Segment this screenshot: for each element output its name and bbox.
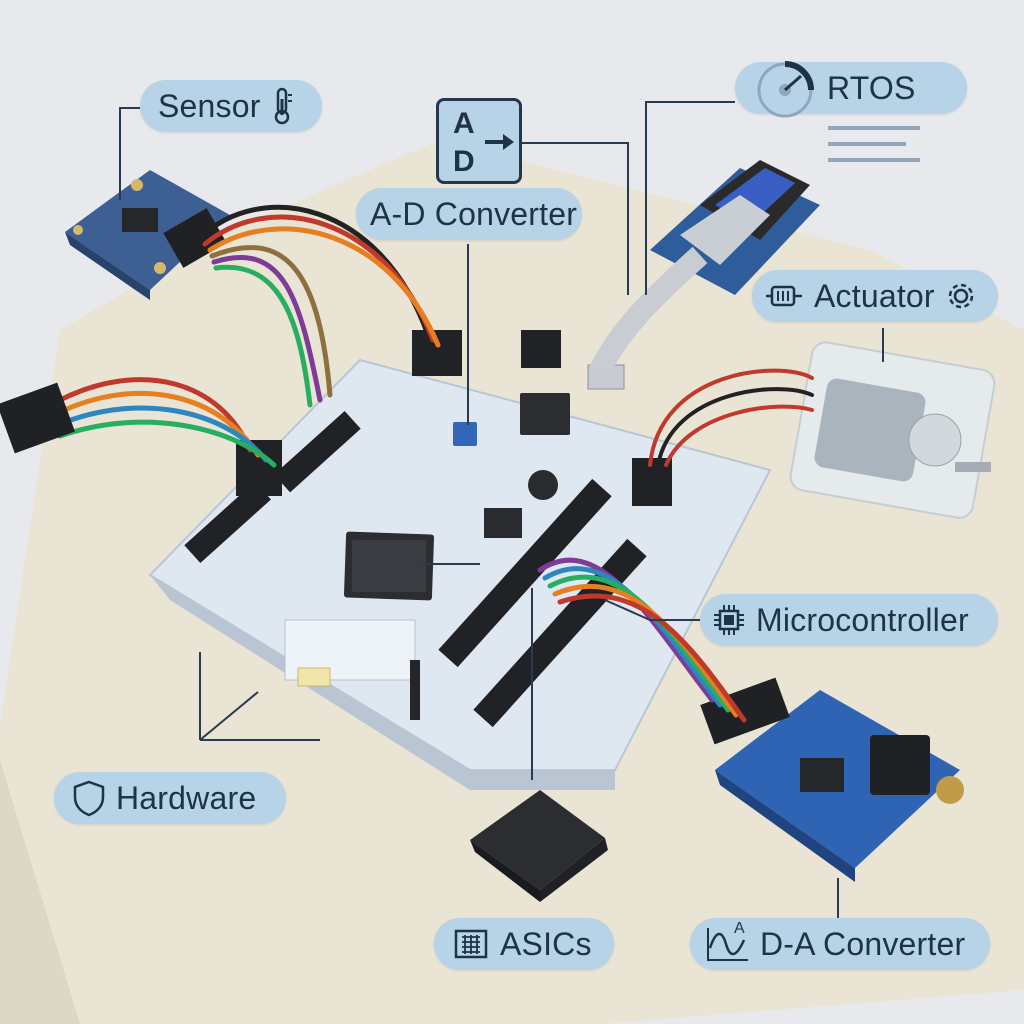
ad-converter-label: A-D Converter	[356, 188, 582, 240]
speedometer-icon	[753, 56, 817, 120]
ad-icon-letter-d: D	[453, 145, 475, 178]
ribbon-cable	[590, 246, 708, 376]
actuator-label: Actuator	[752, 270, 998, 322]
da-icon-letter-a: A	[734, 920, 745, 937]
left-jumper-connectors	[0, 382, 75, 454]
actuator-motor	[789, 341, 996, 519]
arrow-right-icon	[485, 134, 514, 150]
rtos-text-lines	[828, 126, 920, 162]
asics-label: ASICs	[434, 918, 614, 970]
asic-chip	[470, 790, 608, 902]
microcontroller-label: Microcontroller	[700, 594, 998, 646]
ad-converter-label-text: A-D Converter	[370, 195, 578, 232]
thermometer-icon	[271, 87, 293, 125]
hardware-label-text: Hardware	[116, 779, 257, 816]
dac-module	[700, 677, 964, 882]
rtos-label-text: RTOS	[827, 69, 916, 106]
gear-icon	[945, 280, 977, 312]
leader-lines	[119, 101, 884, 920]
da-converter-label-text: D-A Converter	[760, 925, 966, 962]
ad-icon-letter-a: A	[453, 107, 475, 140]
microcontroller-label-text: Microcontroller	[756, 601, 969, 638]
chip-icon	[712, 603, 746, 637]
sd-card-module	[650, 160, 820, 295]
sensor-label-text: Sensor	[158, 87, 261, 124]
da-converter-label: A D-A Converter	[690, 918, 990, 970]
ad-converter-icon-box: A D	[436, 98, 522, 184]
waveform-icon: A	[704, 920, 750, 964]
actuator-label-text: Actuator	[814, 277, 935, 314]
hardware-label: Hardware	[54, 772, 286, 824]
motor-icon	[764, 283, 804, 309]
sensor-label: Sensor	[140, 80, 322, 132]
shield-icon	[72, 779, 106, 817]
circuit-chip-icon	[452, 927, 490, 961]
asics-label-text: ASICs	[500, 925, 592, 962]
rtos-label: RTOS	[735, 61, 967, 118]
sensor-module	[65, 170, 230, 300]
